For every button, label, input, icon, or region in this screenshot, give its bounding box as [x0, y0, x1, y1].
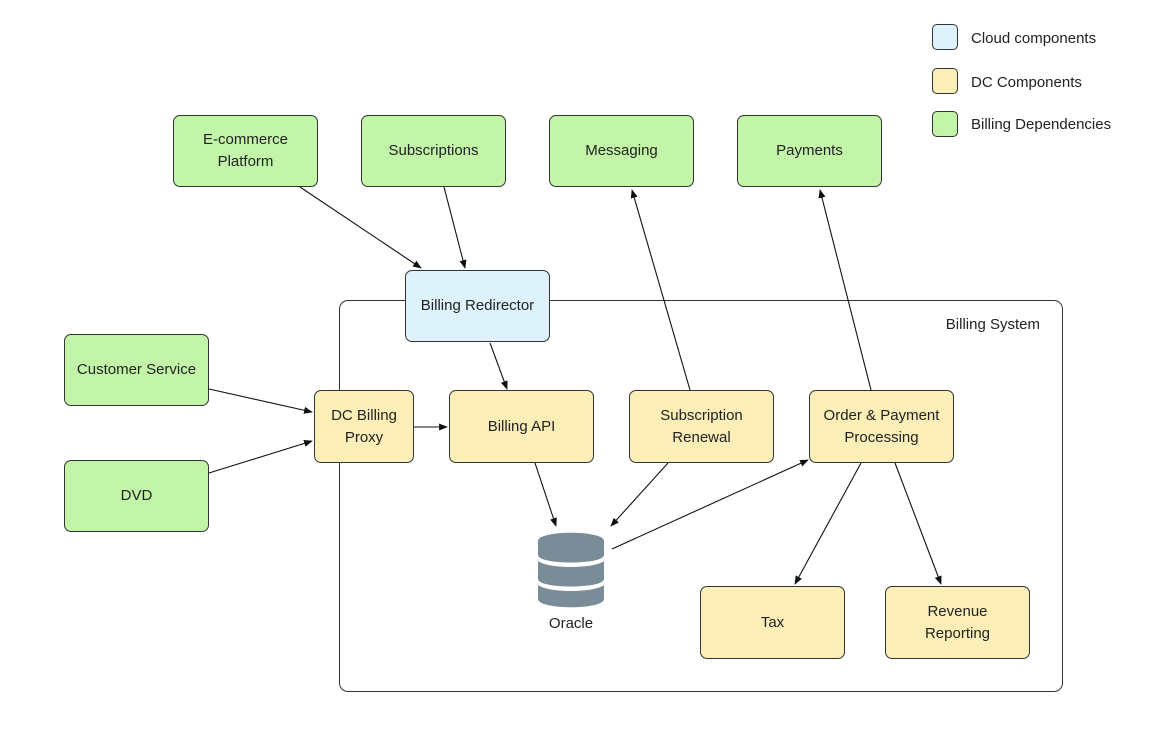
- edge-redirector-to-billing-api: [489, 342, 508, 390]
- edge-renewal-to-messaging: [630, 189, 691, 391]
- edge-order-to-revenue: [894, 462, 942, 585]
- edge-ecommerce-to-redirector: [299, 186, 422, 269]
- messaging-node: Messaging: [549, 115, 694, 187]
- edge-customer-service-to-proxy: [208, 388, 313, 414]
- billing-system-container: [339, 300, 1063, 692]
- order-payment-processing-node: Order & Payment Processing: [809, 390, 954, 463]
- legend-swatch-cloud: [932, 24, 958, 50]
- dvd-node: DVD: [64, 460, 209, 532]
- legend-swatch-dc: [932, 68, 958, 94]
- revenue-reporting-node: Revenue Reporting: [885, 586, 1030, 659]
- subscription-renewal-node: Subscription Renewal: [629, 390, 774, 463]
- subscriptions-node: Subscriptions: [361, 115, 506, 187]
- edge-oracle-to-order: [611, 459, 809, 550]
- oracle-label: Oracle: [548, 615, 594, 632]
- edge-subscriptions-to-redirector: [443, 186, 467, 269]
- billing-system-label: Billing System: [945, 316, 1040, 333]
- edge-billing-api-to-oracle: [534, 462, 557, 527]
- edge-order-to-payments: [818, 189, 872, 391]
- tax-node: Tax: [700, 586, 845, 659]
- edge-renewal-to-oracle: [610, 462, 669, 527]
- ecommerce-platform-node: E-commerce Platform: [173, 115, 318, 187]
- edge-order-to-tax: [794, 462, 862, 585]
- legend-label-dc: DC Components: [971, 74, 1082, 91]
- legend-swatch-billing-deps: [932, 111, 958, 137]
- legend-label-billing-deps: Billing Dependencies: [971, 116, 1112, 133]
- database-icon: [538, 532, 604, 608]
- edge-dvd-to-proxy: [208, 439, 313, 474]
- payments-node: Payments: [737, 115, 882, 187]
- billing-redirector-node: Billing Redirector: [405, 270, 550, 342]
- legend-label-cloud: Cloud components: [971, 30, 1097, 47]
- customer-service-node: Customer Service: [64, 334, 209, 406]
- billing-api-node: Billing API: [449, 390, 594, 463]
- dc-billing-proxy-node: DC Billing Proxy: [314, 390, 414, 463]
